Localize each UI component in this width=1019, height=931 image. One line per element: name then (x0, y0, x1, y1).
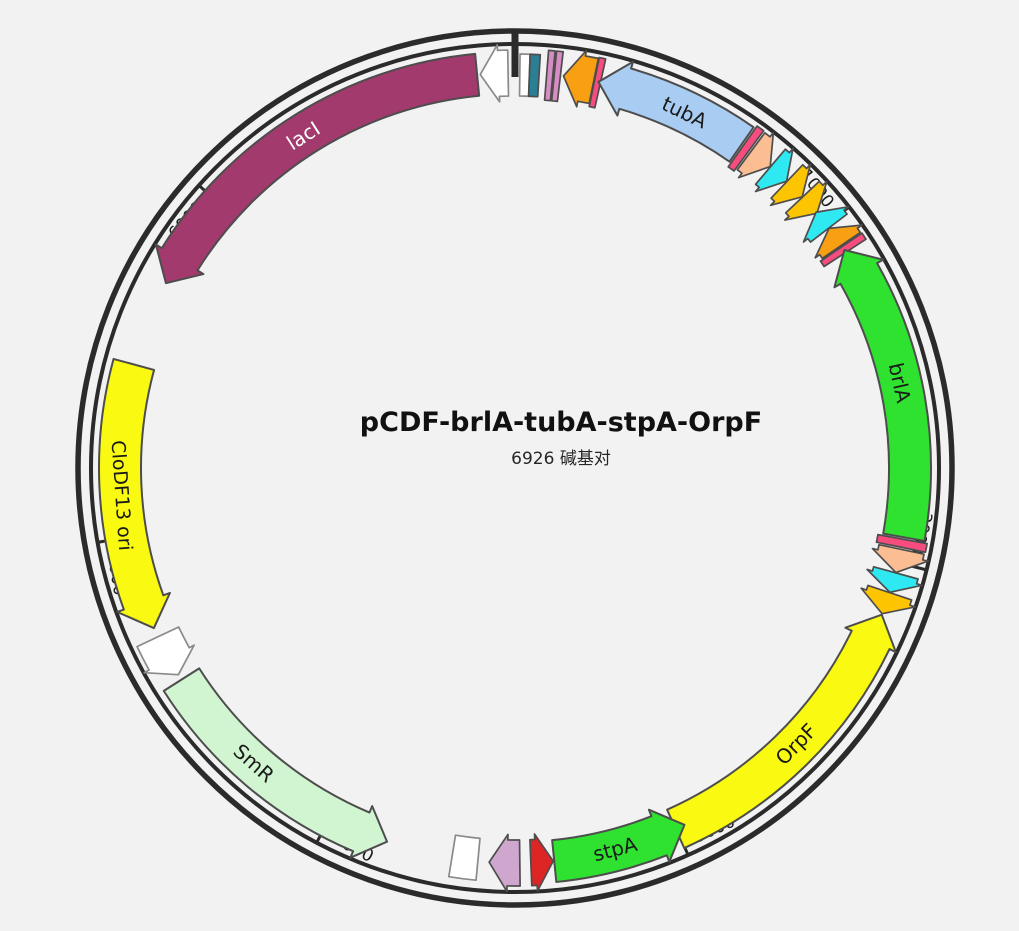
feature-white-arrow-2[interactable] (136, 626, 195, 676)
feature-peach-arrow-1[interactable] (736, 131, 775, 179)
feature-OrpF[interactable] (666, 613, 897, 850)
plasmid-title: pCDF-brlA-tubA-stpA-OrpF (359, 406, 763, 438)
feature-white-box-2[interactable] (447, 834, 481, 882)
feature-gold-arrow-3[interactable] (860, 584, 916, 615)
feature-pink-bar-4[interactable] (875, 533, 928, 554)
feature-brlA[interactable] (833, 248, 932, 542)
feature-stpA[interactable] (551, 808, 686, 883)
feature-pink-bar-1[interactable] (588, 56, 607, 109)
feature-cyan-arrow-1[interactable] (754, 147, 794, 193)
feature-gold-arrow-2[interactable] (784, 180, 828, 221)
feature-orange-arrow-2[interactable] (814, 224, 863, 260)
feature-pink-bar-3[interactable] (819, 232, 867, 268)
feature-tubA[interactable] (597, 60, 755, 163)
plasmid-length-subtitle: 6926 碱基对 (511, 449, 611, 470)
feature-peach-arrow-2[interactable] (871, 543, 929, 574)
feature-CloDF13-ori[interactable] (98, 357, 171, 630)
feature-plum-bar-2[interactable] (550, 50, 565, 103)
feature-lacI[interactable] (154, 52, 481, 285)
feature-plum-arrow[interactable] (488, 833, 521, 893)
feature-plum-bar-1[interactable] (543, 49, 557, 102)
feature-white-arrow-1[interactable] (479, 44, 510, 103)
feature-teal-box[interactable] (527, 53, 542, 98)
feature-gold-arrow-1[interactable] (769, 163, 812, 207)
feature-red-arrow[interactable] (529, 833, 555, 892)
feature-SmR[interactable] (162, 667, 389, 859)
plasmid-title-block: pCDF-brlA-tubA-stpA-OrpF 6926 碱基对 (360, 407, 762, 469)
feature-cyan-arrow-3[interactable] (866, 565, 923, 594)
feature-pink-bar-2[interactable] (727, 125, 765, 172)
